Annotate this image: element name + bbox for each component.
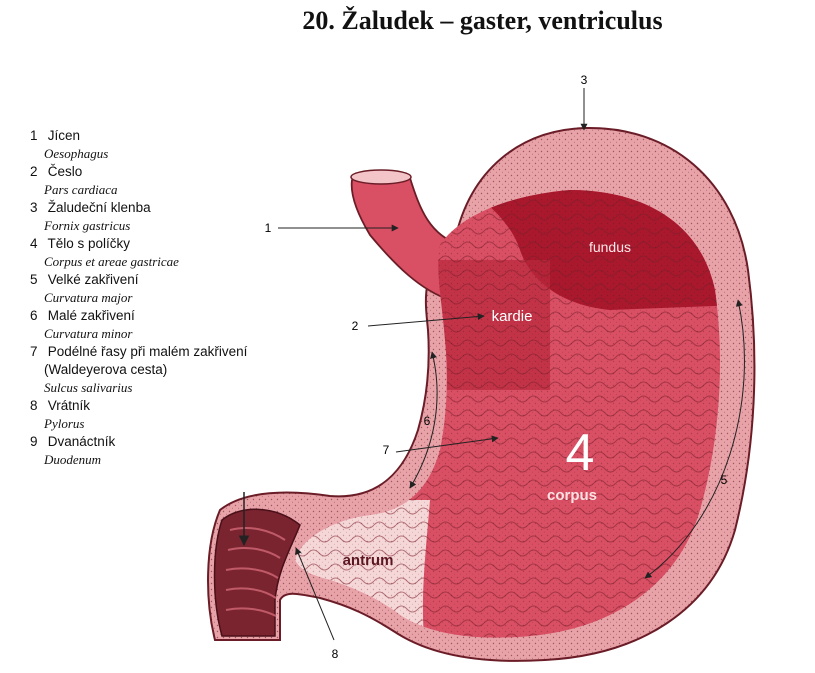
legend-num: 3 <box>30 200 38 215</box>
legend-num: 9 <box>30 434 38 449</box>
legend-czech: Jícen <box>47 128 81 143</box>
legend-num: 2 <box>30 164 38 179</box>
legend-czech: Žaludeční klenba <box>47 200 151 215</box>
region-number-4: 4 <box>566 424 595 482</box>
legend-czech: Velké zakřivení <box>47 272 139 287</box>
legend-latin: Sulcus salivarius <box>44 380 133 395</box>
legend-latin: Pylorus <box>44 416 85 431</box>
legend-latin: Corpus et areae gastricae <box>44 254 179 269</box>
page-title: 20. Žaludek – gaster, ventriculus <box>302 6 663 35</box>
region-label-kardie: kardie <box>492 308 533 325</box>
legend-latin: Oesophagus <box>44 146 109 161</box>
legend-num: 4 <box>30 236 38 251</box>
callout-2: 2 <box>352 319 359 333</box>
legend-czech: Dvanáctník <box>47 434 116 449</box>
legend-czech: Vrátník <box>47 398 91 413</box>
callout-7: 7 <box>383 443 390 457</box>
callout-line-8 <box>295 547 335 641</box>
callout-5: 5 <box>721 473 728 487</box>
legend-item-7: 7 Podélné řasy při malém zakřivení (Walde… <box>30 343 320 397</box>
curvature-minor-arrow <box>409 351 438 489</box>
legend-latin: Duodenum <box>44 452 102 467</box>
duodenum-folds <box>225 527 286 617</box>
callout-8: 8 <box>332 647 339 661</box>
legend-num: 8 <box>30 398 38 413</box>
legend-num: 6 <box>30 308 38 323</box>
legend-latin: Pars cardiaca <box>44 182 118 197</box>
legend-czech: Podélné řasy při malém zakřivení <box>47 344 248 359</box>
region-label-antrum: antrum <box>343 552 394 569</box>
duodenum <box>213 508 301 637</box>
legend-latin: Fornix gastricus <box>44 218 131 233</box>
region-label-corpus: corpus <box>547 487 597 504</box>
legend-latin: Curvatura minor <box>44 326 133 341</box>
legend-czech: Česlo <box>47 164 83 179</box>
callout-1: 1 <box>265 221 272 235</box>
legend-czech-cont: (Waldeyerova cesta) <box>44 362 168 377</box>
curvature-major-arrow <box>644 299 745 579</box>
legend-czech: Tělo s políčky <box>47 236 131 251</box>
legend-latin: Curvatura major <box>44 290 133 305</box>
legend-num: 1 <box>30 128 38 143</box>
callout-line-7 <box>395 435 499 453</box>
esophagus-opening <box>350 169 412 185</box>
region-label-fundus: fundus <box>589 239 631 255</box>
callout-3: 3 <box>581 73 588 87</box>
callout-line-2 <box>367 313 485 327</box>
legend-num: 5 <box>30 272 38 287</box>
callout-6: 6 <box>424 414 431 428</box>
legend-num: 7 <box>30 344 38 359</box>
legend-czech: Malé zakřivení <box>47 308 135 323</box>
